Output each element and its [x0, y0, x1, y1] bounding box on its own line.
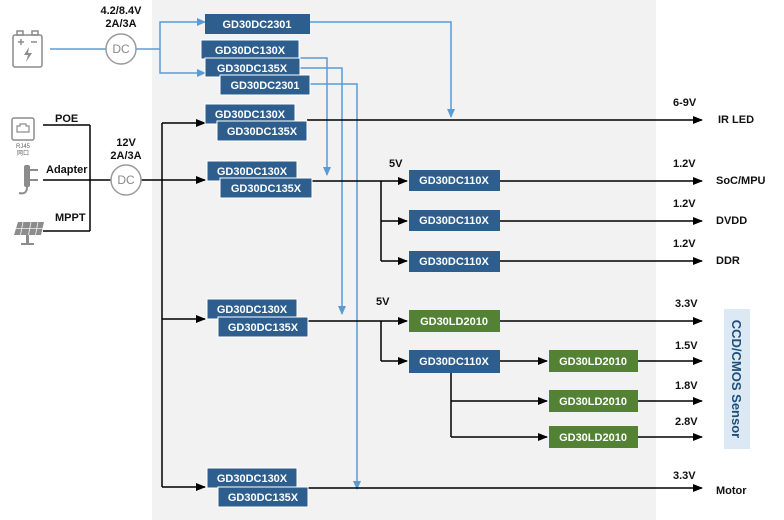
irled-voltage: 6-9V: [673, 97, 697, 109]
chip-gd30dc110x-ddr: GD30DC110X: [409, 251, 500, 272]
battery-current-label: 2A/3A: [105, 18, 136, 30]
mppt-label: MPPT: [55, 212, 86, 224]
svg-text:GD30DC130X: GD30DC130X: [217, 304, 288, 316]
motor-voltage: 3.3V: [673, 470, 696, 482]
svg-text:GD30LD2010: GD30LD2010: [559, 432, 627, 444]
svg-text:GD30DC2301: GD30DC2301: [230, 80, 299, 92]
chip-gd30dc110x-dvdd: GD30DC110X: [409, 210, 500, 231]
chip-gd30ld2010-18v: GD30LD2010: [549, 390, 638, 412]
svg-text:GD30DC130X: GD30DC130X: [215, 109, 286, 121]
solar-panel-icon: [14, 221, 44, 245]
svg-text:GD30DC110X: GD30DC110X: [419, 215, 489, 227]
chip-gd30dc2301-top: GD30DC2301: [205, 14, 310, 34]
chip-gd30dc130x-irled: GD30DC130X: [204, 103, 296, 125]
main-dc-converter: DC: [110, 164, 142, 196]
sensor-15v-voltage: 1.5V: [675, 340, 698, 352]
rail-5v-a-label: 5V: [389, 158, 403, 170]
chip-gd30dc135x-soc: GD30DC135X: [219, 177, 313, 199]
battery-path-lines: [50, 18, 455, 490]
svg-text:GD30DC135X: GD30DC135X: [217, 63, 288, 75]
chip-gd30dc130x-battery: GD30DC130X: [200, 39, 300, 60]
battery-dc-converter: DC: [105, 33, 137, 65]
soc-label: SoC/MPU: [716, 175, 766, 187]
rj45-port-icon: RJ45 网口: [11, 117, 35, 157]
sensor-18v-voltage: 1.8V: [675, 380, 698, 392]
svg-text:GD30DC130X: GD30DC130X: [217, 166, 288, 178]
sensor-28v-voltage: 2.8V: [675, 416, 698, 428]
rail-5v-b-label: 5V: [376, 296, 390, 308]
adapter-label: Adapter: [46, 164, 88, 176]
svg-text:GD30DC130X: GD30DC130X: [215, 45, 286, 57]
svg-text:GD30LD2010: GD30LD2010: [559, 356, 627, 368]
chip-gd30ld2010-28v: GD30LD2010: [549, 426, 638, 448]
chip-gd30dc130x-soc: GD30DC130X: [206, 160, 298, 182]
dvdd-voltage: 1.2V: [673, 198, 696, 210]
sensor-box: [724, 309, 750, 449]
poe-label: POE: [55, 113, 78, 125]
svg-text:RJ45: RJ45: [16, 144, 31, 150]
dvdd-label: DVDD: [716, 215, 747, 227]
svg-text:GD30DC110X: GD30DC110X: [419, 356, 489, 368]
battery-icon: [12, 30, 43, 68]
chip-gd30dc135x-sensor: GD30DC135X: [217, 316, 309, 338]
svg-text:GD30DC135X: GD30DC135X: [231, 183, 302, 195]
chip-gd30dc2301-battery: GD30DC2301: [219, 74, 311, 96]
svg-text:GD30DC110X: GD30DC110X: [419, 256, 489, 268]
svg-text:网口: 网口: [17, 150, 29, 157]
chip-gd30dc135x-battery: GD30DC135X: [204, 57, 301, 78]
main-voltage-label: 12V: [116, 137, 136, 149]
svg-text:GD30LD2010: GD30LD2010: [420, 316, 488, 328]
sensor-33v-voltage: 3.3V: [675, 298, 698, 310]
chip-gd30dc135x-motor: GD30DC135X: [217, 486, 309, 508]
motor-label: Motor: [716, 485, 747, 497]
irled-label: IR LED: [718, 114, 754, 126]
svg-text:DC: DC: [117, 173, 135, 187]
svg-text:GD30DC2301: GD30DC2301: [222, 19, 291, 31]
svg-text:GD30DC135X: GD30DC135X: [228, 492, 299, 504]
main-current-label: 2A/3A: [110, 150, 141, 162]
power-plug-icon: [18, 165, 38, 195]
chip-gd30ld2010-15v: GD30LD2010: [549, 350, 638, 372]
battery-voltage-label: 4.2/8.4V: [101, 5, 143, 17]
chip-gd30dc110x-sensor: GD30DC110X: [409, 350, 500, 373]
svg-text:GD30DC135X: GD30DC135X: [228, 322, 299, 334]
main-path-lines: [43, 116, 703, 492]
svg-text:DC: DC: [112, 42, 130, 56]
svg-text:GD30DC130X: GD30DC130X: [217, 473, 288, 485]
svg-text:GD30DC135X: GD30DC135X: [227, 126, 298, 138]
svg-text:GD30DC110X: GD30DC110X: [419, 175, 489, 187]
soc-voltage: 1.2V: [673, 158, 696, 170]
ddr-label: DDR: [716, 255, 740, 267]
chip-gd30dc135x-irled: GD30DC135X: [216, 120, 308, 142]
sensor-label: CCD/CMOS Sensor: [729, 320, 744, 438]
chip-gd30ld2010-33v: GD30LD2010: [409, 310, 500, 332]
svg-text:GD30LD2010: GD30LD2010: [559, 396, 627, 408]
chip-gd30dc110x-soc: GD30DC110X: [409, 170, 500, 191]
chip-gd30dc130x-motor: GD30DC130X: [206, 467, 298, 489]
chip-gd30dc130x-sensor: GD30DC130X: [206, 298, 298, 320]
ddr-voltage: 1.2V: [673, 238, 696, 250]
